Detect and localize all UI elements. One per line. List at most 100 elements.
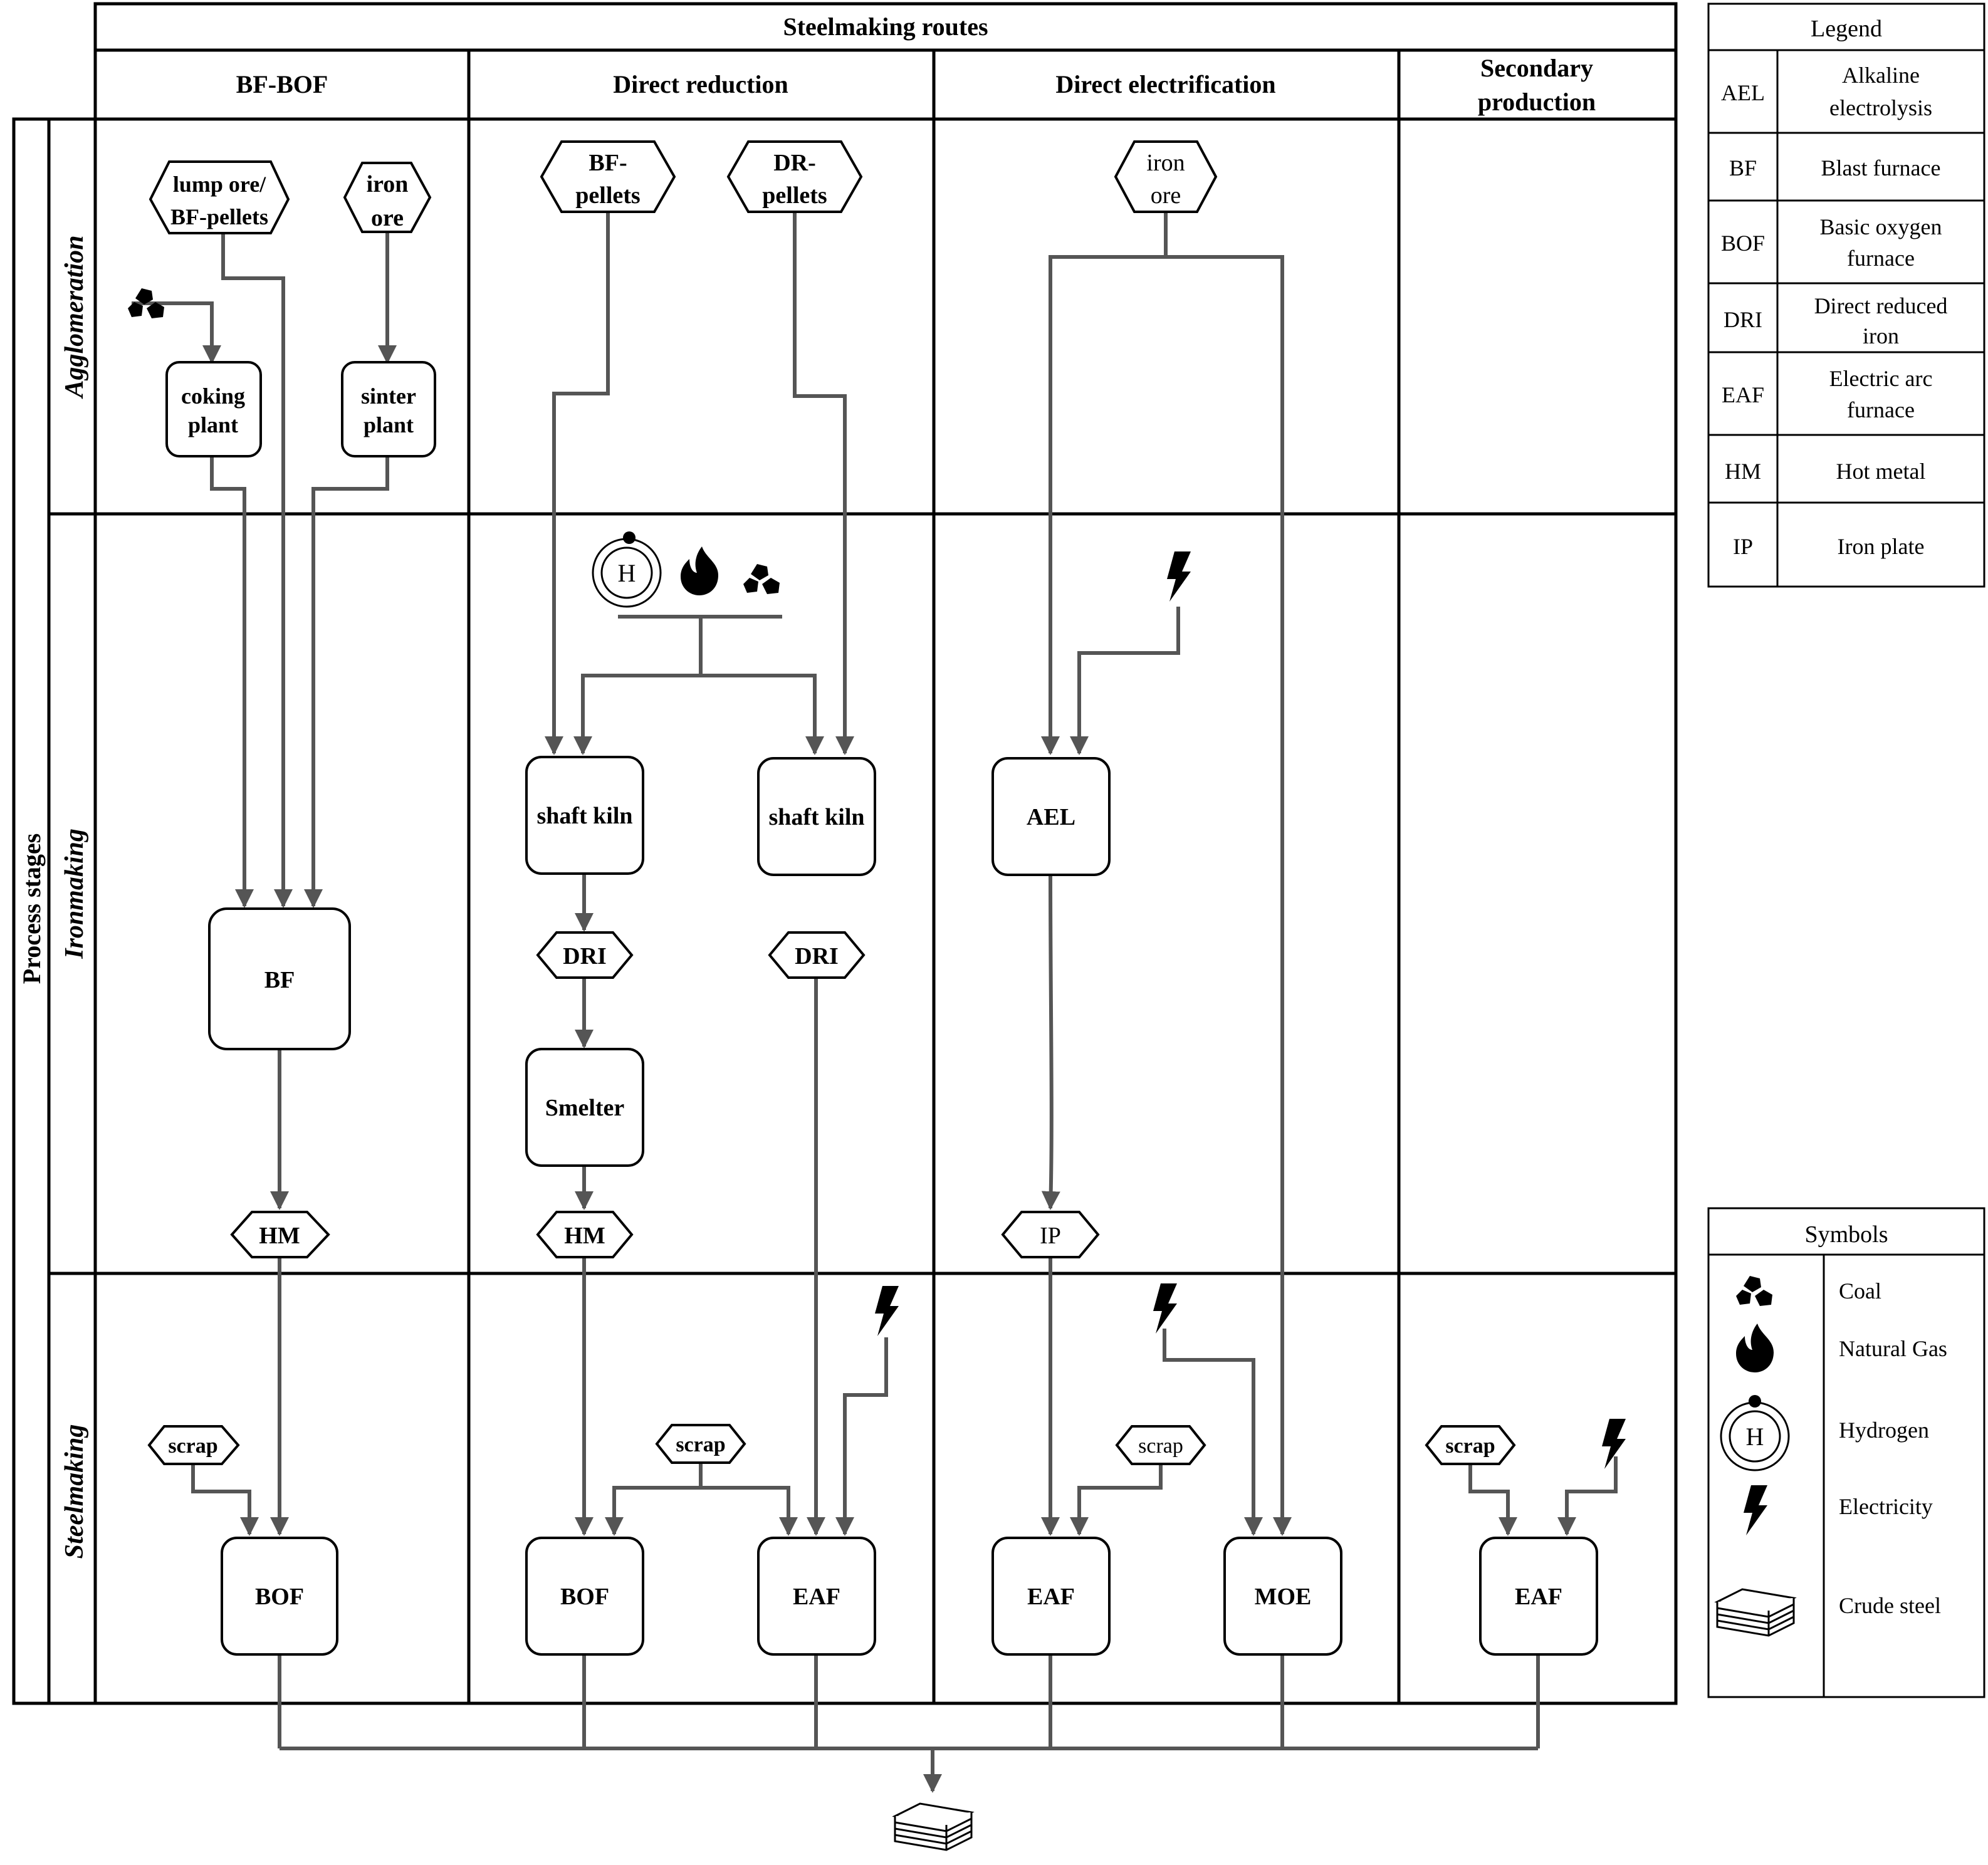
svg-text:Direct reduced: Direct reduced: [1814, 293, 1948, 318]
svg-text:iron: iron: [367, 171, 409, 197]
symbols-title: Symbols: [1804, 1221, 1888, 1248]
svg-text:EAF: EAF: [1027, 1584, 1075, 1610]
node-eaf-1: EAF: [757, 1537, 876, 1656]
svg-text:Coal: Coal: [1839, 1278, 1881, 1303]
node-bf-pellets: BF- pellets: [540, 140, 676, 213]
node-dr-pellets: DR- pellets: [726, 140, 863, 213]
node-iron-ore: iron ore: [343, 162, 432, 233]
node-hot-metal-1: HM: [230, 1211, 330, 1258]
node-de-iron-ore: iron ore: [1114, 140, 1218, 213]
process-stages-label: Process stages: [18, 833, 46, 984]
svg-text:Blast furnace: Blast furnace: [1821, 155, 1941, 180]
svg-text:shaft kiln: shaft kiln: [536, 803, 632, 829]
node-eaf-3: EAF: [1479, 1537, 1598, 1656]
svg-text:Alkaline: Alkaline: [1842, 63, 1920, 88]
node-bof-1: BOF: [221, 1537, 338, 1656]
svg-text:Electric arc: Electric arc: [1829, 366, 1933, 391]
lightning-icon: [875, 1286, 899, 1336]
legend-panel: Legend AEL Alkaline electrolysis BF Blas…: [1707, 3, 1985, 588]
node-scrap-2: scrap: [655, 1424, 746, 1464]
node-scrap-3: scrap: [1115, 1425, 1206, 1465]
svg-text:furnace: furnace: [1847, 246, 1915, 271]
lightning-icon: [1167, 551, 1191, 602]
svg-text:electrolysis: electrolysis: [1829, 95, 1932, 120]
row-ironmaking: Ironmaking: [60, 828, 89, 959]
node-shaft-kiln-2: shaft kiln: [757, 757, 876, 876]
svg-text:BF: BF: [264, 967, 295, 993]
svg-text:plant: plant: [364, 412, 414, 437]
svg-text:MOE: MOE: [1255, 1584, 1312, 1610]
column-bf-bof: BF-BOF: [236, 70, 328, 98]
svg-text:Smelter: Smelter: [545, 1095, 625, 1121]
hydrogen-icon: H: [592, 531, 662, 608]
lightning-icon: [1153, 1283, 1177, 1334]
flame-icon: [681, 546, 718, 595]
svg-text:EAF: EAF: [1722, 382, 1764, 407]
svg-text:scrap: scrap: [1445, 1434, 1495, 1458]
svg-text:Basic oxygen: Basic oxygen: [1820, 214, 1942, 239]
row-agglomeration: Agglomeration: [60, 235, 89, 399]
svg-text:H: H: [1746, 1423, 1764, 1451]
svg-text:DRI: DRI: [563, 943, 607, 969]
node-smelter: Smelter: [525, 1048, 644, 1167]
svg-text:lump ore/: lump ore/: [173, 172, 266, 197]
node-scrap-4: scrap: [1425, 1425, 1516, 1465]
svg-text:BOF: BOF: [560, 1584, 609, 1610]
svg-text:Iron plate: Iron plate: [1838, 534, 1925, 559]
svg-text:sinter: sinter: [361, 384, 416, 409]
svg-text:Hydrogen: Hydrogen: [1839, 1418, 1929, 1443]
coal-icon: [1736, 1276, 1772, 1306]
svg-text:BF-pellets: BF-pellets: [170, 204, 268, 229]
svg-text:pellets: pellets: [762, 182, 827, 209]
svg-text:ore: ore: [371, 205, 404, 231]
node-bof-2: BOF: [525, 1537, 644, 1656]
node-coking-plant: coking plant: [165, 361, 262, 457]
svg-text:HM: HM: [1725, 459, 1761, 484]
svg-text:shaft kiln: shaft kiln: [768, 804, 864, 830]
svg-text:IP: IP: [1733, 534, 1753, 559]
svg-text:BOF: BOF: [1721, 231, 1765, 256]
node-iron-plate: IP: [1001, 1211, 1100, 1258]
svg-text:HM: HM: [564, 1223, 605, 1249]
flow-lines: [132, 212, 1618, 1793]
svg-text:DRI: DRI: [795, 943, 839, 969]
svg-text:iron: iron: [1863, 323, 1899, 348]
coal-icon: [743, 564, 780, 594]
svg-text:iron: iron: [1146, 150, 1185, 176]
node-moe: MOE: [1223, 1537, 1342, 1656]
diagram-title: Steelmaking routes: [783, 13, 988, 41]
svg-text:AEL: AEL: [1721, 80, 1765, 105]
crude-steel-icon: [1716, 1588, 1795, 1637]
svg-text:coking: coking: [181, 384, 245, 409]
svg-text:DR-: DR-: [773, 150, 816, 176]
diagram-frame: [12, 2, 1678, 1705]
flame-icon: [1736, 1324, 1774, 1372]
svg-text:furnace: furnace: [1847, 397, 1915, 422]
svg-text:EAF: EAF: [793, 1584, 840, 1610]
node-dri-2: DRI: [768, 931, 866, 979]
legend-title: Legend: [1811, 16, 1882, 42]
node-sinter-plant: sinter plant: [341, 361, 436, 457]
crude-steel-icon: [894, 1802, 973, 1851]
svg-text:AEL: AEL: [1027, 804, 1075, 830]
svg-text:scrap: scrap: [676, 1433, 725, 1456]
hydrogen-icon: H: [1720, 1395, 1790, 1471]
svg-text:DRI: DRI: [1724, 307, 1762, 332]
svg-text:scrap: scrap: [1138, 1434, 1183, 1458]
svg-text:BOF: BOF: [255, 1584, 304, 1610]
node-eaf-2: EAF: [991, 1537, 1111, 1656]
node-scrap-1: scrap: [147, 1425, 240, 1465]
svg-text:Crude steel: Crude steel: [1839, 1593, 1941, 1618]
lightning-icon: [1744, 1485, 1767, 1535]
svg-text:H: H: [618, 559, 636, 587]
column-secondary-line1: Secondary: [1480, 54, 1593, 82]
column-direct-reduction: Direct reduction: [613, 70, 788, 98]
node-shaft-kiln-1: shaft kiln: [525, 756, 644, 875]
column-direct-electrification: Direct electrification: [1055, 70, 1275, 98]
svg-text:IP: IP: [1040, 1223, 1061, 1249]
svg-text:ore: ore: [1151, 182, 1181, 209]
svg-text:BF: BF: [1729, 155, 1757, 180]
svg-text:pellets: pellets: [575, 182, 640, 209]
node-hot-metal-2: HM: [536, 1211, 634, 1258]
node-ael: AEL: [991, 757, 1111, 876]
